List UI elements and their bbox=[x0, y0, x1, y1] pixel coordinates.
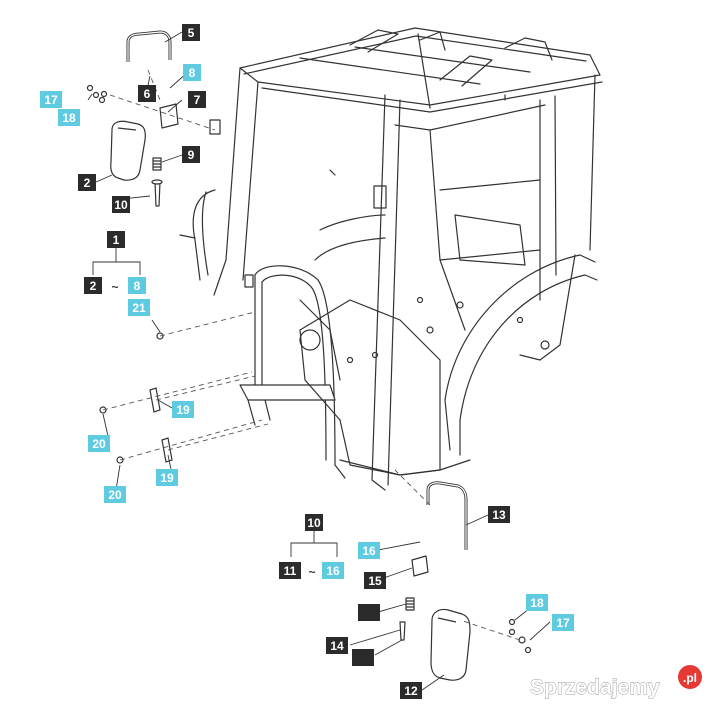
svg-text:2: 2 bbox=[90, 279, 97, 293]
svg-text:13: 13 bbox=[492, 508, 506, 522]
upper-mirror-assembly bbox=[86, 30, 179, 207]
svg-text:2: 2 bbox=[84, 176, 91, 190]
callout-17-upper: 17 bbox=[40, 91, 62, 108]
callout-8-range: 8 bbox=[128, 277, 146, 294]
svg-text:16: 16 bbox=[326, 564, 340, 578]
callout-19-lower: 19 bbox=[156, 469, 178, 486]
callout-19-upper: 19 bbox=[172, 401, 194, 418]
svg-text:5: 5 bbox=[188, 26, 195, 40]
callout-3: 5 bbox=[182, 24, 200, 41]
callout-1: 1 bbox=[107, 231, 125, 248]
callout-17-lower: 17 bbox=[552, 614, 574, 631]
callout-2-range: 2 bbox=[84, 277, 102, 294]
callout-16-upper: 16 bbox=[358, 542, 380, 559]
svg-text:17: 17 bbox=[44, 93, 58, 107]
svg-text:19: 19 bbox=[176, 403, 190, 417]
svg-text:20: 20 bbox=[92, 437, 106, 451]
svg-text:9: 9 bbox=[188, 148, 195, 162]
svg-text:8: 8 bbox=[189, 66, 196, 80]
callout-9: 10 bbox=[305, 514, 323, 531]
callout-6: 9 bbox=[182, 146, 200, 163]
callout-11: 13 bbox=[488, 506, 510, 523]
callout-12: 14 bbox=[326, 637, 348, 654]
callout-21: 21 bbox=[128, 299, 150, 316]
callout-labels: 5 6 7 9 2 10 1 2 10 13 11 15 14 12 8 17 … bbox=[40, 24, 574, 699]
callout-10: 12 bbox=[400, 682, 422, 699]
watermark-text: Sprzedajemy bbox=[530, 676, 660, 699]
svg-text:15: 15 bbox=[368, 574, 382, 588]
svg-text:8: 8 bbox=[134, 279, 141, 293]
callout-4: 6 bbox=[138, 85, 156, 102]
svg-text:7: 7 bbox=[194, 93, 201, 107]
callout-15 bbox=[352, 649, 374, 666]
svg-text:6: 6 bbox=[144, 87, 151, 101]
callout-18-lower: 18 bbox=[526, 594, 548, 611]
callout-2-upper: 2 bbox=[78, 174, 96, 191]
lower-mirror-assembly bbox=[399, 481, 532, 681]
svg-text:14: 14 bbox=[330, 639, 344, 653]
callout-18-upper: 18 bbox=[58, 109, 80, 126]
svg-text:20: 20 bbox=[108, 488, 122, 502]
callout-10-range: 11 bbox=[279, 562, 301, 579]
cab-frame bbox=[179, 27, 603, 491]
svg-text:18: 18 bbox=[530, 596, 544, 610]
svg-text:16: 16 bbox=[362, 544, 376, 558]
callout-14 bbox=[358, 604, 380, 621]
svg-text:10: 10 bbox=[307, 516, 321, 530]
svg-text:12: 12 bbox=[404, 684, 418, 698]
callout-20-upper: 20 bbox=[88, 435, 110, 452]
svg-text:1: 1 bbox=[113, 233, 120, 247]
svg-text:18: 18 bbox=[62, 111, 76, 125]
callout-16-range: 16 bbox=[322, 562, 344, 579]
callout-leaders bbox=[87, 31, 551, 691]
fasteners bbox=[99, 332, 173, 464]
callout-13: 15 bbox=[364, 572, 386, 589]
svg-text:10: 10 bbox=[114, 198, 128, 212]
watermark-badge-text: .pl bbox=[683, 671, 697, 685]
range-tilde-lower: ~ bbox=[308, 565, 315, 579]
svg-text:17: 17 bbox=[556, 616, 570, 630]
svg-text:19: 19 bbox=[160, 471, 174, 485]
watermark-badge bbox=[678, 665, 702, 689]
callout-5: 7 bbox=[188, 91, 206, 108]
assembly-leaders bbox=[102, 69, 521, 641]
range-tilde-upper: ~ bbox=[111, 280, 118, 294]
svg-text:11: 11 bbox=[284, 564, 297, 578]
svg-text:21: 21 bbox=[132, 301, 146, 315]
callout-20-lower: 20 bbox=[104, 486, 126, 503]
watermark: Sprzedajemy .pl bbox=[530, 665, 702, 699]
callout-8-upper: 8 bbox=[183, 64, 201, 81]
callout-7: 10 bbox=[112, 196, 130, 213]
